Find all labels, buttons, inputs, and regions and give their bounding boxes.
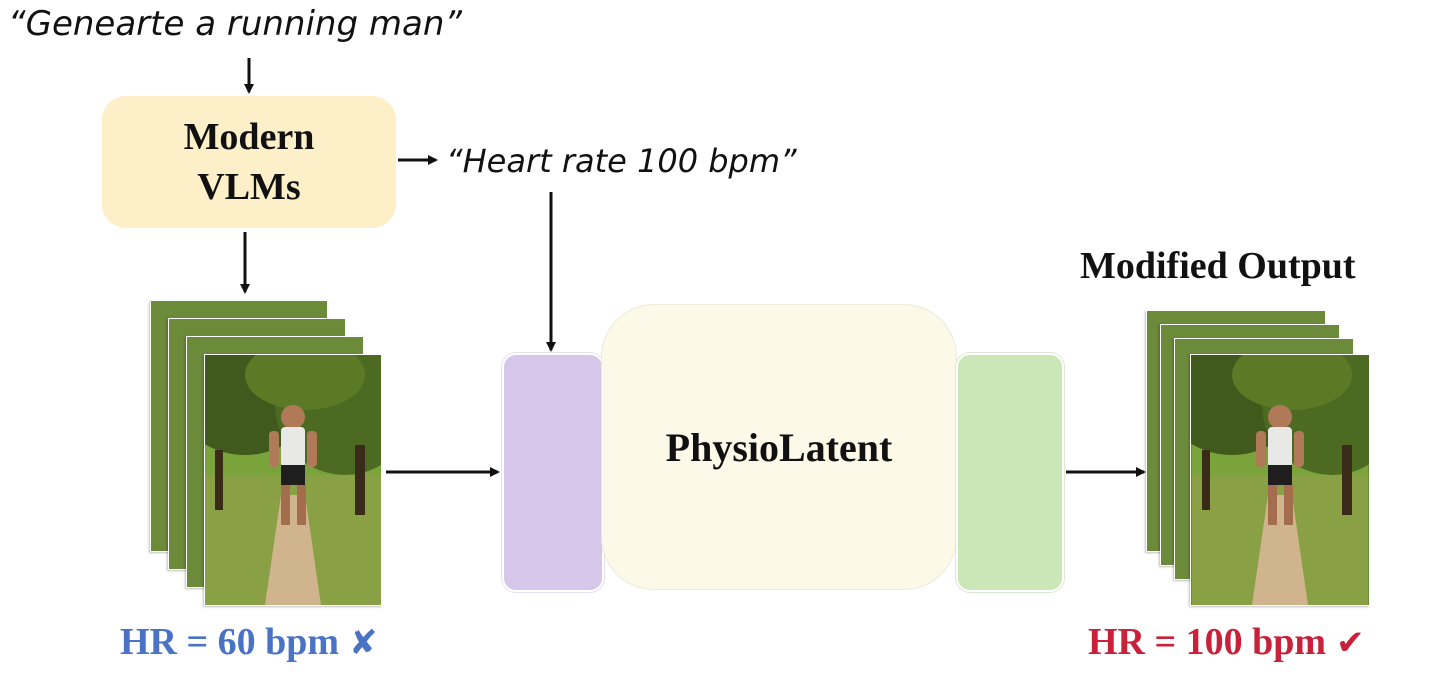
- output-hr-text: HR = 100 bpm: [1088, 621, 1327, 663]
- input-hr-text: HR = 60 bpm: [120, 621, 340, 663]
- running-man-frame: [204, 354, 382, 606]
- check-icon: ✔: [1336, 623, 1365, 663]
- physiolatent-label: PhysioLatent: [665, 424, 893, 470]
- generation-prompt: “Geneartе a running man”: [8, 4, 462, 44]
- running-man-frame: [1190, 354, 1370, 606]
- output-heart-rate: HR = 100 bpm✔: [1088, 620, 1365, 664]
- heart-rate-prompt: “Heart rate 100 bpm”: [446, 142, 797, 180]
- physiolatent-core: PhysioLatent: [602, 305, 956, 589]
- input-heart-rate: HR = 60 bpm✘: [120, 620, 378, 664]
- decoder-block: [956, 353, 1064, 592]
- cross-icon: ✘: [349, 623, 378, 663]
- input-video-frames: [148, 300, 384, 606]
- output-video-frames: [1146, 310, 1374, 606]
- modified-output-title: Modified Output: [1080, 245, 1356, 287]
- vlm-label-line2: VLMs: [197, 166, 301, 208]
- encoder-block: [502, 353, 604, 592]
- vlm-label-line1: Modern: [183, 116, 315, 158]
- modern-vlms-box: Modern VLMs: [102, 96, 396, 228]
